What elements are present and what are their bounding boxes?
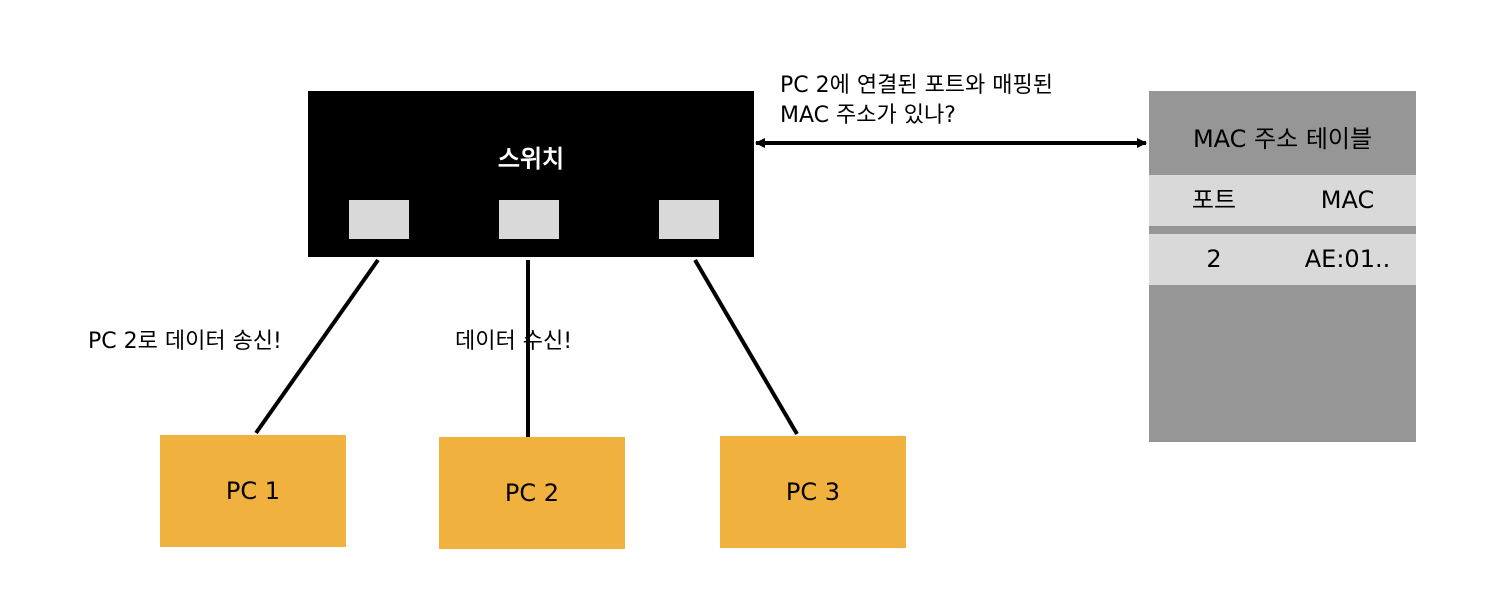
send-annotation: PC 2로 데이터 송신! [88,329,282,354]
mac-table-row: 2 AE:01.. [1149,234,1416,285]
pc-1-box: PC 1 [160,435,346,547]
pc-1-label: PC 1 [225,477,281,505]
mac-table-title: MAC 주소 테이블 [1192,125,1373,153]
switch-box: 스위치 [308,91,754,257]
pc-2-box: PC 2 [439,437,625,549]
mac-table-header-port: 포트 [1191,186,1237,214]
lookup-question-line-1: PC 2에 연결된 포트와 매핑된 [780,73,1053,98]
mac-table-cell-mac: AE:01.. [1304,245,1391,273]
pc-2-label: PC 2 [504,479,560,507]
lookup-question: PC 2에 연결된 포트와 매핑된 MAC 주소가 있나? [780,71,1053,131]
pc-3-label: PC 3 [785,478,841,506]
mac-table-cell-port: 2 [1206,245,1222,273]
lookup-question-line-2: MAC 주소가 있나? [780,103,956,128]
receive-annotation: 데이터 수신! [455,329,573,354]
switch-port-3 [659,200,719,239]
link-pc3 [693,258,799,436]
mac-table-header-mac: MAC [1320,186,1375,214]
pc-3-box: PC 3 [720,436,906,548]
mac-address-table: MAC 주소 테이블 포트 MAC 2 AE:01.. [1149,91,1416,442]
switch-title: 스위치 [497,145,565,173]
mac-table-header-row: 포트 MAC [1149,175,1416,226]
switch-port-1 [349,200,409,239]
link-pc1 [254,258,380,435]
switch-port-2 [499,200,559,239]
